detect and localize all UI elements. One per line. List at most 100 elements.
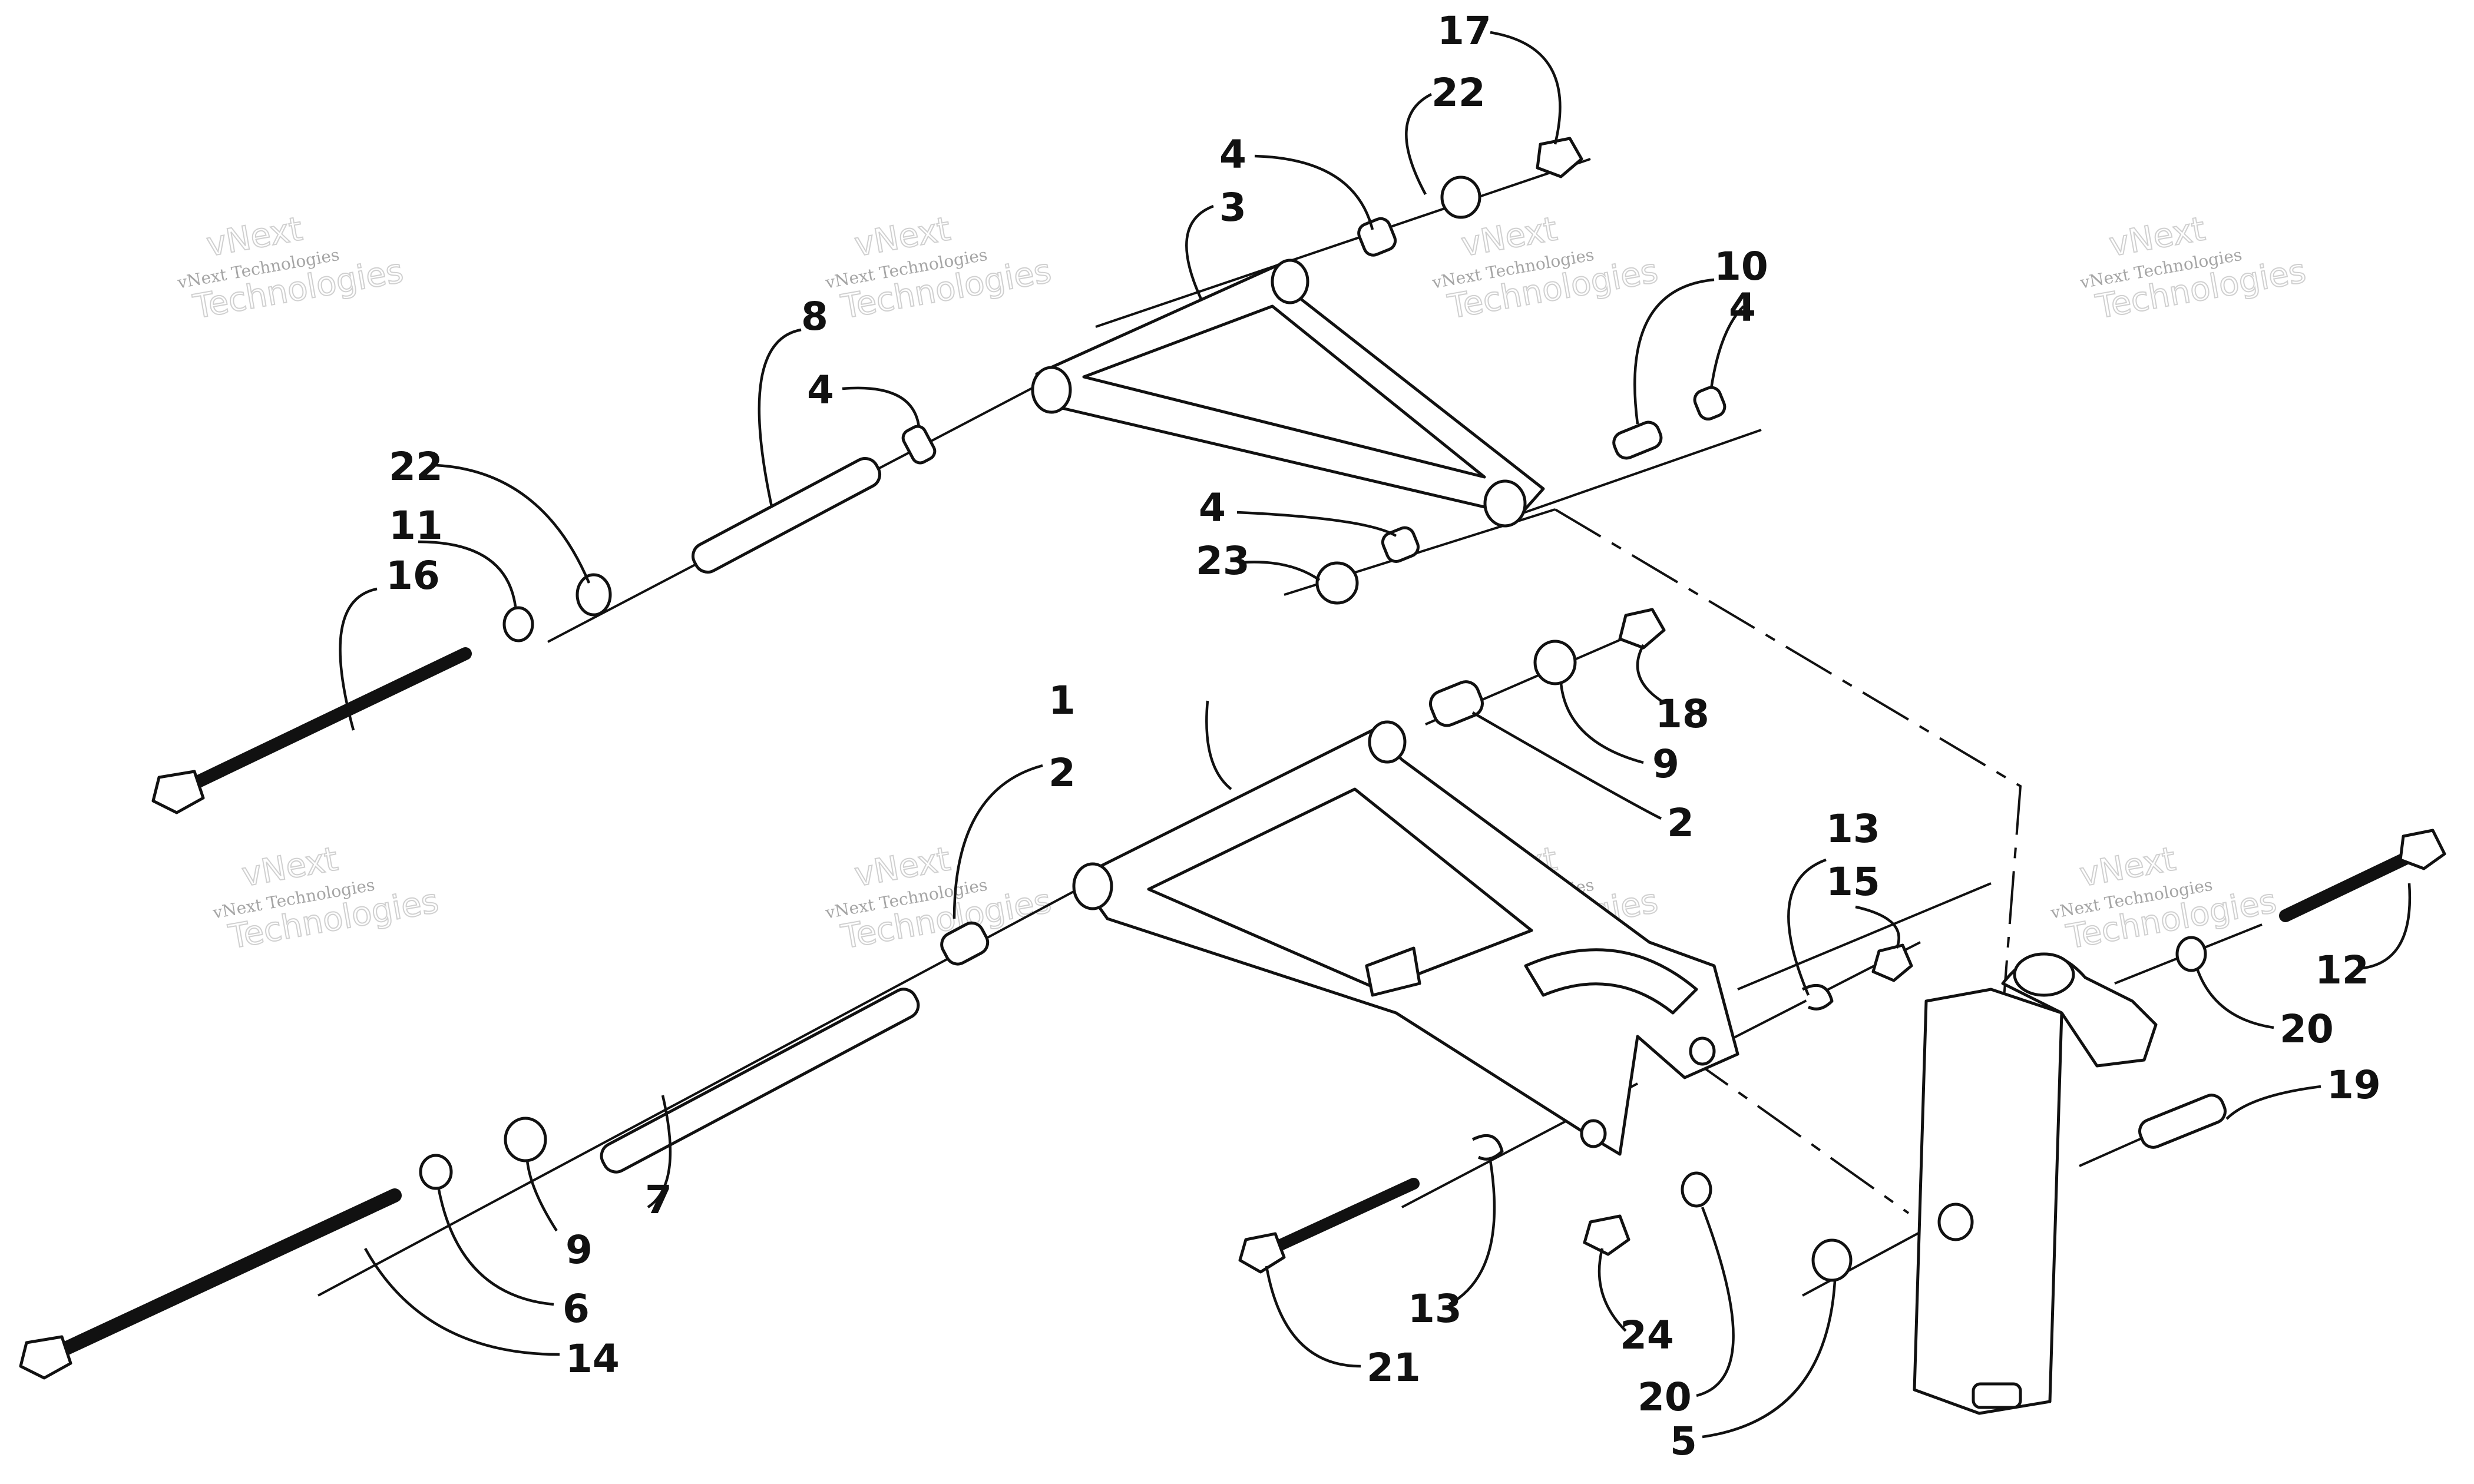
watermark-4: vNext vNext Technologies Technologies [2078, 209, 2309, 327]
bolt-21-shank [1261, 1178, 1420, 1257]
leader-23 [1242, 561, 1321, 581]
knuckle-bolt-hole [1937, 1203, 1974, 1241]
leader-4a [1254, 154, 1374, 230]
flange-bushing-9-rear [504, 1117, 547, 1162]
callout-21: 21 [1367, 1345, 1421, 1390]
leader-3 [1185, 204, 1214, 301]
callout-5: 5 [1670, 1419, 1697, 1464]
callout-4b: 4 [807, 367, 834, 413]
callout-15: 15 [1826, 859, 1880, 905]
leader-11 [418, 540, 517, 607]
lower-a-arm-front-bushing-bore [1368, 720, 1407, 764]
leader-16 [339, 587, 378, 731]
leader-5 [1702, 1280, 1837, 1439]
flange-bushing-22-upper [1440, 175, 1481, 219]
callout-9a: 9 [565, 1227, 593, 1273]
callout-4c: 4 [1729, 285, 1756, 330]
lower-ball-joint-centerline [1683, 1053, 1910, 1214]
washer-6 [419, 1154, 453, 1190]
callout-2a: 2 [1049, 750, 1076, 796]
sleeve-8 [692, 457, 881, 574]
leader-7 [647, 1095, 672, 1208]
leader-2a [952, 764, 1043, 919]
clamp-axis-line [1737, 882, 1992, 991]
callout-7: 7 [645, 1177, 672, 1223]
knuckle-hardware [1583, 829, 2446, 1282]
flange-bushing-22-lower [575, 573, 612, 617]
lower-a-arm-opening [1147, 787, 1533, 991]
leader-4b [842, 386, 921, 428]
callout-leaders [339, 31, 2412, 1439]
upper-a-arm-ball-joint-bore [1483, 479, 1527, 528]
leader-24 [1597, 1248, 1627, 1332]
leader-22b [435, 463, 591, 584]
callout-24: 24 [1620, 1313, 1674, 1358]
nut-17 [1536, 137, 1583, 178]
upper-ball-joint-centerline [1554, 508, 2022, 1013]
nut-15 [1871, 943, 1913, 982]
leader-9a [525, 1160, 558, 1232]
leader-14 [364, 1247, 560, 1356]
callout-9b: 9 [1652, 741, 1679, 787]
bushing-2-rear [940, 921, 990, 966]
bolt-16-shank [176, 647, 472, 796]
leader-2b [1471, 711, 1662, 820]
upper-outer-axis-line [1507, 429, 1762, 519]
leader-8 [758, 328, 802, 507]
flange-bushing-9-front [1533, 640, 1577, 685]
leader-1 [1205, 700, 1232, 790]
leader-19 [2225, 1085, 2321, 1120]
lower-a-arm-shock-bracket [1524, 948, 1698, 1015]
callout-13a: 13 [1826, 806, 1880, 852]
watermark-2: vNext vNext Technologies Technologies [823, 209, 1054, 327]
bolt-12-shank [2279, 847, 2422, 922]
sleeve-7 [600, 988, 920, 1174]
callout-12: 12 [2315, 948, 2369, 993]
callout-2b: 2 [1667, 800, 1694, 846]
spacer-19 [2138, 1094, 2227, 1149]
knuckle-ball-joint-cap [2013, 952, 2075, 997]
knuckle-bottom-boss [1972, 1382, 2022, 1409]
bushing-2-front [1428, 680, 1484, 727]
callout-20b: 20 [1638, 1374, 1692, 1420]
upper-a-arm-rear-bushing-bore [1031, 366, 1072, 414]
bolt-12-head [2399, 829, 2446, 870]
leader-21 [1265, 1266, 1361, 1368]
washer-20-upper [2175, 936, 2207, 972]
bushing-4-inner [1381, 526, 1420, 563]
leader-20b [1696, 1207, 1735, 1397]
leader-13b [1448, 1160, 1496, 1306]
leader-22a [1405, 92, 1433, 196]
leader-4c [1709, 305, 1745, 389]
lower-a-arm-outer-hole [1580, 1119, 1607, 1148]
upper-hardware [151, 137, 1726, 814]
callout-3: 3 [1219, 185, 1246, 230]
nut-18 [1618, 608, 1666, 650]
lower-a-arm [1072, 720, 1739, 1156]
lock-washer-13-upper [1801, 983, 1834, 1011]
leader-4d [1236, 511, 1397, 537]
bolt-14-shank [46, 1188, 402, 1362]
flange-bushing-5 [1811, 1238, 1853, 1282]
steering-knuckle [1913, 952, 2158, 1415]
washer-20-lower [1681, 1171, 1712, 1208]
bolt-21-head [1238, 1232, 1286, 1274]
leader-20a [2195, 968, 2274, 1029]
callout-6: 6 [563, 1286, 590, 1331]
callout-22a: 22 [1431, 70, 1486, 115]
watermark-1: vNext vNext Technologies Technologies [176, 209, 406, 327]
bushing-4-outer [1693, 386, 1726, 421]
leader-18 [1636, 644, 1662, 702]
flange-bushing-23 [1315, 561, 1359, 605]
upper-a-arm-front-bushing-bore [1271, 259, 1309, 304]
watermark-6: vNext vNext Technologies Technologies [823, 839, 1054, 957]
leader-6 [437, 1189, 554, 1306]
bushing-4-front [1357, 217, 1397, 257]
lower-a-arm-gusset [1365, 946, 1421, 997]
watermark-8: vNext vNext Technologies Technologies [2049, 839, 2280, 957]
knuckle-body [1913, 988, 2063, 1415]
callout-18: 18 [1655, 691, 1709, 737]
upper-front-axis-line [1095, 158, 1591, 328]
callout-4d: 4 [1199, 485, 1226, 531]
callout-labels: 1 2 2 3 4 4 4 4 5 6 7 8 9 9 10 11 12 13 … [386, 8, 2381, 1464]
